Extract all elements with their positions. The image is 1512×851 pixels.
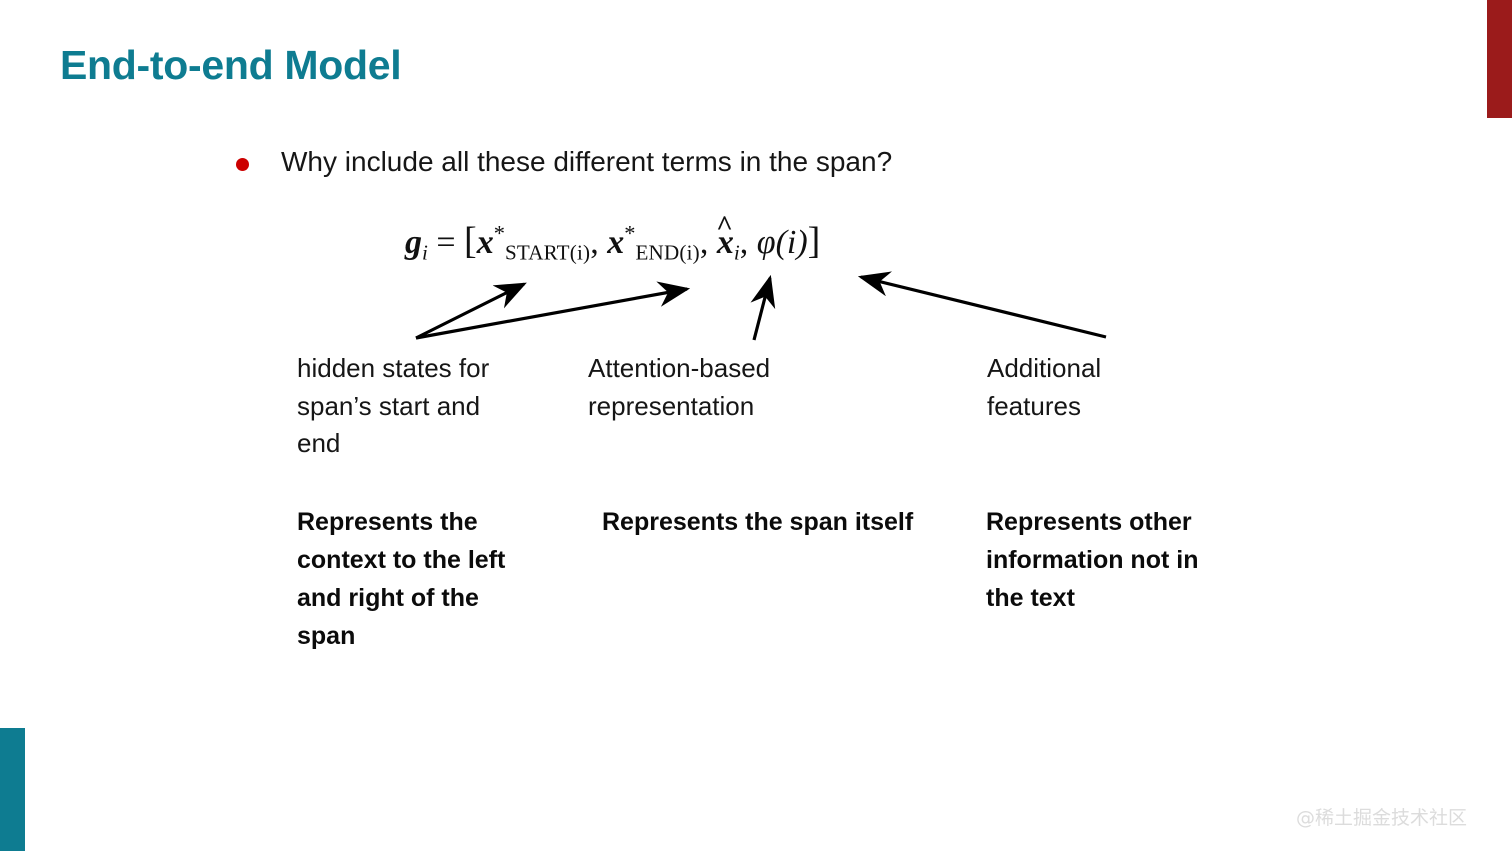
formula-term1-var: x	[476, 224, 494, 261]
arrow-to-start-term	[415, 282, 527, 340]
formula-lhs-sub: i	[422, 240, 428, 265]
bullet-item-text: Why include all these different terms in…	[281, 146, 893, 177]
formula-term3-sub: i	[733, 240, 740, 265]
formula-term1-sub: START(i)	[504, 240, 591, 265]
span-representation-formula: gi = [x*START(i), x*END(i), ^xi, φ(i)]	[405, 211, 821, 265]
formula-term2-var: x	[607, 224, 625, 261]
formula-comma-3: ,	[739, 224, 749, 261]
arrow-to-features-term	[857, 271, 1107, 339]
bullet-marker-icon	[236, 158, 249, 171]
formula-close-bracket: ]	[807, 220, 821, 262]
accent-bar-top-right	[1487, 0, 1512, 118]
formula-open-bracket: [	[464, 220, 477, 262]
formula-comma-1: ,	[590, 224, 599, 261]
annotation-label-additional: Additional features	[987, 353, 1102, 421]
annotation-description-other: Represents other information not in the …	[986, 508, 1199, 612]
formula-lhs-var: g	[405, 224, 422, 261]
formula-term3: ^x	[716, 211, 734, 261]
formula-term2-sup: *	[624, 220, 636, 246]
page-title: End-to-end Model	[60, 42, 402, 88]
arrow-to-attention-term	[750, 274, 776, 341]
formula-equals: =	[436, 224, 456, 261]
annotation-label-hidden-states: hidden states for span’s start and end	[297, 353, 490, 459]
annotation-description-span: Represents the span itself	[602, 508, 914, 536]
annotation-description-context: Represents the context to the left and r…	[297, 508, 506, 650]
formula-term4-arg: (i)	[775, 224, 808, 261]
formula-term3-hat: ^	[716, 209, 733, 242]
watermark: @稀土掘金技术社区	[1296, 807, 1468, 829]
annotation-label-attention: Attention-based representation	[588, 353, 771, 421]
bullet-item: Why include all these different terms in…	[236, 145, 892, 179]
formula-term4-var: φ	[756, 224, 776, 261]
arrow-to-end-term	[415, 281, 691, 340]
formula-term3-var: x	[716, 224, 734, 261]
accent-bar-bottom-left	[0, 728, 25, 851]
formula-comma-2: ,	[699, 224, 709, 261]
formula-term1-sup: *	[493, 220, 505, 246]
formula-term2-sub: END(i)	[635, 240, 700, 265]
